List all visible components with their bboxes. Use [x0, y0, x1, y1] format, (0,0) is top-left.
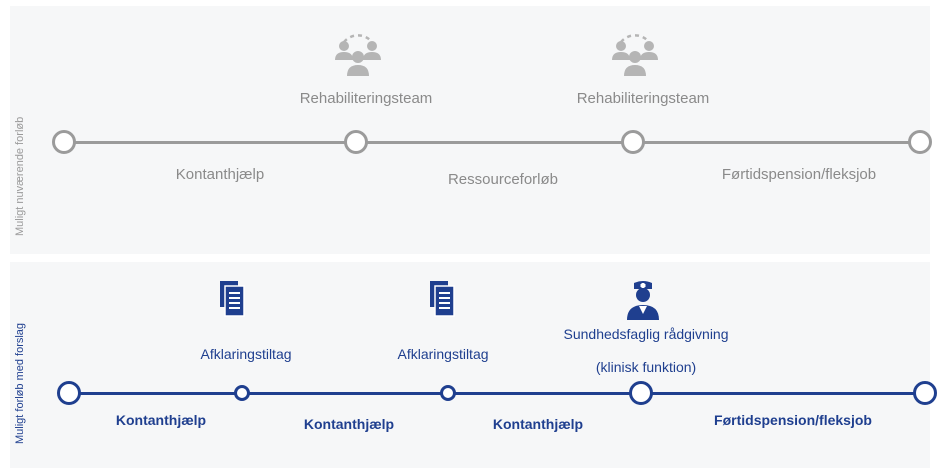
document-icon [430, 281, 455, 317]
health-label-line1: Sundhedsfaglig rådgivning [563, 326, 729, 342]
proposed-node-clarification-2 [440, 385, 456, 401]
proposed-segment-2: Kontanthjælp [303, 416, 395, 432]
current-timeline-line [62, 141, 920, 144]
health-label-line2: (klinisk funktion) [595, 359, 697, 375]
current-node-end [908, 130, 932, 154]
current-segment-3: Førtidspension/fleksjob [721, 166, 877, 183]
nurse-icon [627, 281, 659, 320]
clarification-label-2: Afklaringstiltag [397, 346, 489, 362]
proposed-node-start [57, 381, 81, 405]
document-icon [220, 281, 245, 317]
current-path-label: Muligt nuværende forløb [14, 116, 26, 236]
proposed-segment-1: Kontanthjælp [115, 412, 207, 428]
proposed-node-clarification-1 [234, 385, 250, 401]
proposed-segment-4: Førtidspension/fleksjob [714, 412, 872, 428]
current-segment-2: Ressourceforløb [447, 171, 559, 188]
team-icon [612, 34, 658, 76]
proposed-path-label: Muligt forløb med forslag [14, 322, 26, 444]
proposed-segment-3: Kontanthjælp [492, 416, 584, 432]
team-label-1: Rehabiliteringsteam [299, 90, 433, 107]
proposed-node-health [629, 381, 653, 405]
current-node-team-1 [344, 130, 368, 154]
proposed-timeline-line [68, 392, 926, 395]
current-node-start [52, 130, 76, 154]
current-segment-1: Kontanthjælp [175, 166, 265, 183]
proposed-path-panel [10, 262, 930, 468]
team-label-2: Rehabiliteringsteam [576, 90, 710, 107]
current-path-panel [10, 6, 930, 254]
current-node-team-2 [621, 130, 645, 154]
clarification-label-1: Afklaringstiltag [200, 346, 292, 362]
proposed-node-end [913, 381, 937, 405]
team-icon [335, 34, 381, 76]
